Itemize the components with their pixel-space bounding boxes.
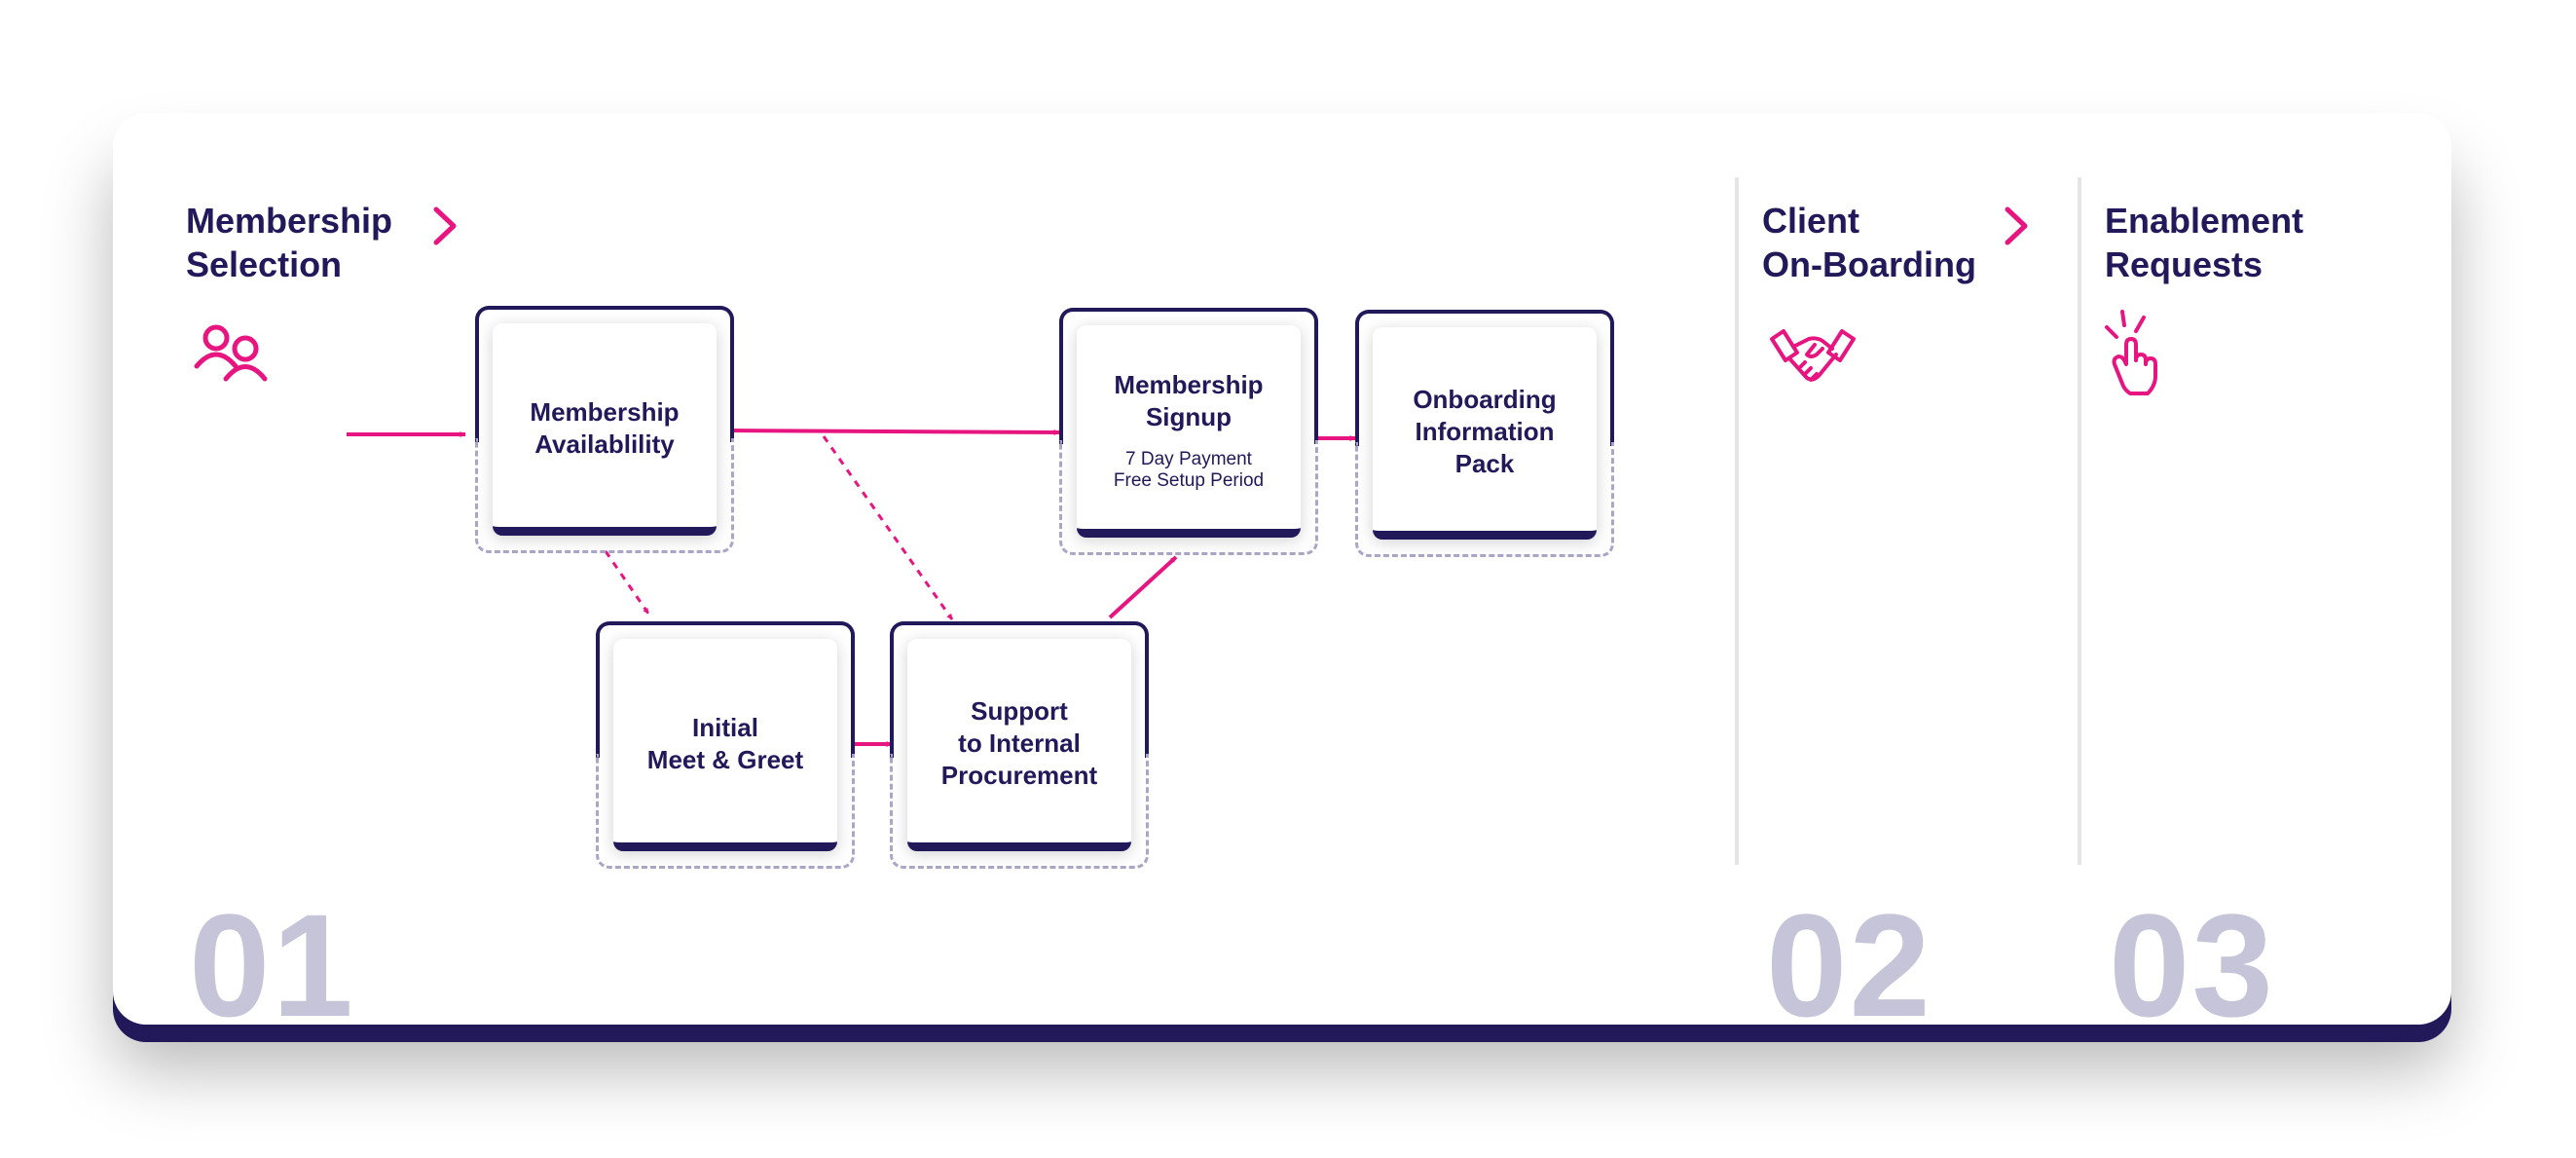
node-note-line: 7 Day Payment [1125, 448, 1252, 469]
node-dashed-frame [475, 438, 734, 553]
stage-2-number: 02 [1766, 883, 1932, 1025]
node-title-line: Information [1415, 417, 1555, 446]
node-card: Membership Signup 7 Day Payment Free Set… [1077, 325, 1301, 538]
node-onboarding-pack: Onboarding Information Pack [1355, 310, 1614, 557]
handshake-icon [1770, 329, 1856, 382]
stage-1-title: Membership Selection [186, 201, 393, 284]
pointing-hand-icon [2105, 310, 2157, 395]
node-title-line: Support [971, 696, 1068, 726]
node-title-line: Membership [1114, 369, 1264, 399]
node-card: Membership Availablility [493, 323, 717, 536]
node-frame [596, 621, 855, 758]
arrow-support-to-signup [1108, 555, 1178, 619]
node-dashed-frame [1059, 440, 1318, 555]
stage-divider [1735, 177, 1739, 865]
node-card: Onboarding Information Pack [1373, 327, 1597, 540]
node-frame [890, 621, 1149, 758]
node-title-line: Procurement [940, 761, 1098, 790]
node-title-line: Availablility [534, 429, 675, 459]
node-frame [475, 306, 734, 442]
arrow-availability-to-meet-greet [604, 550, 650, 615]
node-note-line: Free Setup Period [1113, 469, 1265, 491]
node-title-line: Initial [692, 712, 758, 742]
people-icon [194, 324, 268, 382]
arrow-availability-to-support [822, 435, 954, 620]
node-dashed-frame [596, 754, 855, 869]
node-card: Support to Internal Procurement [907, 639, 1131, 851]
node-title-line: Meet & Greet [646, 744, 804, 774]
node-title-line: to Internal [958, 728, 1081, 758]
stage-2-title: Client On-Boarding [1762, 201, 1976, 284]
node-membership-availability: Membership Availablility [475, 306, 734, 553]
node-dashed-frame [890, 754, 1149, 869]
chevron-right-icon [2005, 206, 2028, 245]
stage-divider [2078, 177, 2081, 865]
node-support-procurement: Support to Internal Procurement [890, 621, 1149, 869]
node-title-line: Pack [1454, 449, 1515, 478]
flow-connectors [347, 429, 1356, 747]
stage-1-number: 01 [189, 883, 355, 1025]
node-initial-meet-greet: Initial Meet & Greet [596, 621, 855, 869]
node-card: Initial Meet & Greet [613, 639, 837, 851]
node-membership-signup: Membership Signup 7 Day Payment Free Set… [1059, 308, 1318, 555]
node-title-line: Onboarding [1413, 385, 1557, 414]
stage-3-number: 03 [2109, 883, 2275, 1025]
node-title-line: Signup [1145, 401, 1233, 431]
stage-3-title: Enablement Requests [2105, 201, 2304, 284]
node-dashed-frame [1355, 442, 1614, 557]
chevron-right-icon [433, 206, 457, 245]
process-card: Membership Selection 01 [113, 113, 2451, 1025]
node-frame [1059, 308, 1318, 444]
arrow-availability-to-signup [729, 429, 1060, 435]
node-frame [1355, 310, 1614, 446]
node-title-line: Membership [530, 396, 680, 427]
